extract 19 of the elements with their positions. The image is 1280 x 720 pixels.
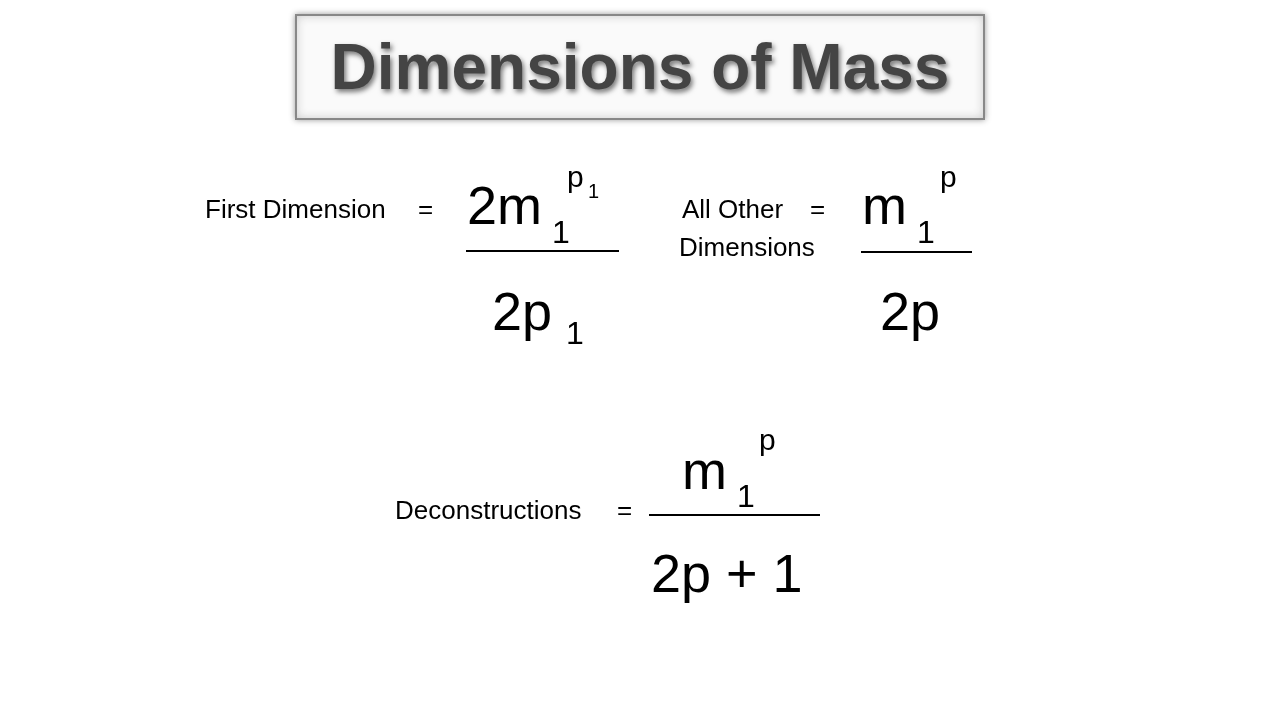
numerator: 2m [467,178,542,232]
equation-label: Deconstructions [395,497,582,523]
equation-label: Dimensions [679,234,815,260]
subscript: 1 [566,317,584,349]
equation-label: All Other [682,196,784,222]
exponent-subscript: 1 [588,181,600,201]
subscript: 1 [917,216,935,248]
exponent: p [940,162,957,192]
title-banner: Dimensions of Mass [295,14,985,120]
equals-sign: = [418,196,434,222]
subscript: 1 [737,480,755,512]
equation-label: First Dimension [205,196,386,222]
numerator: m [682,443,727,497]
equals-sign: = [617,497,633,523]
exponent: p [759,425,776,455]
equals-sign: = [810,196,826,222]
numerator: m [862,178,907,232]
subscript: 1 [552,216,570,248]
exponent: p [567,162,584,192]
